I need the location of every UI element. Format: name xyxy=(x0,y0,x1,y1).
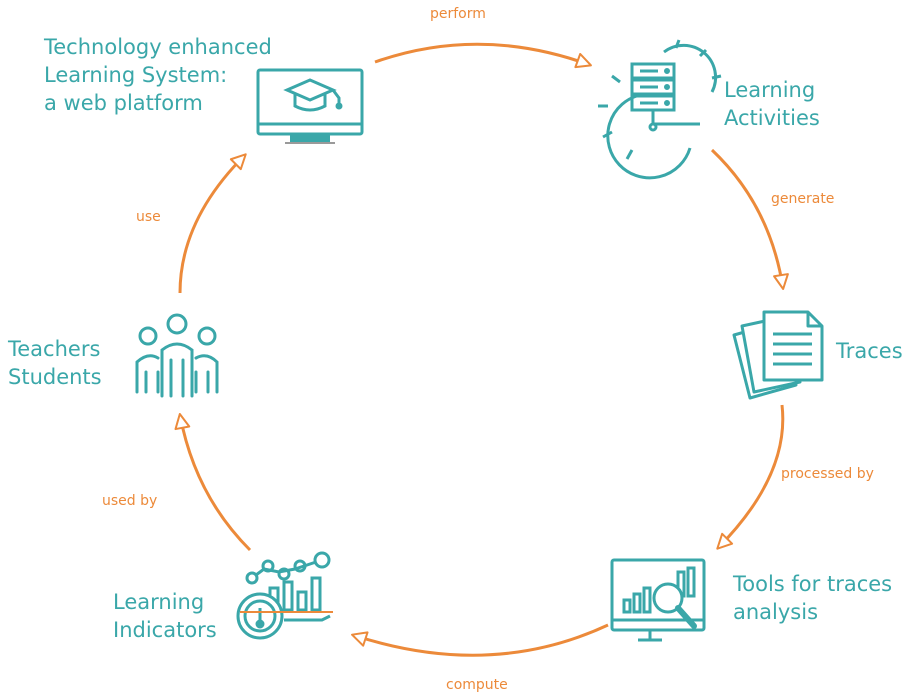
edge-generate-arrow xyxy=(710,148,789,290)
documents-icon xyxy=(732,310,824,400)
node-label-people-line-1: Teachers xyxy=(8,337,101,361)
node-label-indicators-line-1: Learning xyxy=(113,590,205,614)
gauge-chart-icon xyxy=(236,551,333,640)
node-label-platform-line-1: Technology enhanced xyxy=(44,35,272,59)
node-label-tools-line-2: analysis xyxy=(733,600,819,624)
edge-perform-arrow xyxy=(374,42,592,69)
edge-label-processed-by: processed by xyxy=(781,466,874,482)
monitor-chart-magnifier-icon xyxy=(610,558,706,642)
node-label-traces: Traces xyxy=(836,337,903,365)
node-label-platform: Technology enhanced Learning System: a w… xyxy=(44,33,272,117)
server-gear-icon xyxy=(598,39,722,180)
edge-label-used-by: used by xyxy=(102,493,158,509)
edge-label-perform: perform xyxy=(430,6,486,22)
computer-graduation-cap-icon xyxy=(256,68,364,144)
edge-label-compute: compute xyxy=(446,677,508,693)
node-label-activities-line-1: Learning xyxy=(724,78,816,102)
edge-compute-arrow xyxy=(351,623,609,657)
edge-label-generate: generate xyxy=(771,191,835,207)
node-label-indicators-line-2: Indicators xyxy=(113,618,217,642)
edge-use-arrow xyxy=(178,153,247,294)
node-label-tools: Tools for traces analysis xyxy=(733,570,892,626)
edge-label-use: use xyxy=(136,209,161,225)
node-label-traces-line-1: Traces xyxy=(836,339,903,363)
node-label-platform-line-3: a web platform xyxy=(44,91,203,115)
edge-processed-by-arrow xyxy=(716,404,785,550)
edge-used-by-arrow xyxy=(174,413,252,552)
node-label-people: Teachers Students xyxy=(8,335,102,391)
node-label-tools-line-1: Tools for traces xyxy=(733,572,893,596)
node-label-activities-line-2: Activities xyxy=(724,106,820,130)
people-group-icon xyxy=(135,313,219,398)
node-label-activities: Learning Activities xyxy=(724,76,820,132)
node-label-platform-line-2: Learning System: xyxy=(44,63,228,87)
node-label-indicators: Learning Indicators xyxy=(113,588,217,644)
node-label-people-line-2: Students xyxy=(8,365,102,389)
